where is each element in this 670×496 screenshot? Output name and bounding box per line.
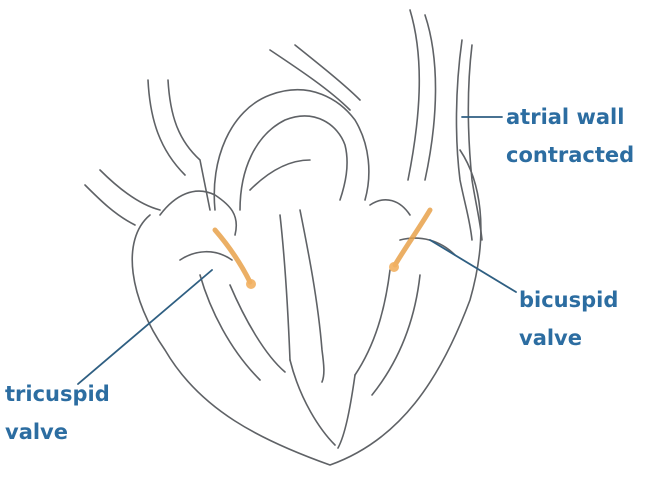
bicuspid-valve-leaflet [395,210,430,265]
bicuspid-valve-label: bicuspid [519,285,618,315]
bicuspid-valve-label-line2: valve [519,323,582,353]
atrial-wall [456,40,482,240]
right-ventricle [200,275,285,380]
right-atrium [160,191,236,260]
septum [280,210,324,382]
pulmonary-vein [408,10,436,180]
tricuspid-valve-tip [246,279,256,289]
tricuspid-valve-label: tricuspid [5,379,110,409]
tricuspid-valve-leaflet [215,230,250,282]
bicuspid-valve-tip [389,262,399,272]
pulmonary-artery [250,45,360,190]
apex-inner [290,360,355,448]
tricuspid-valve-label-line2: valve [5,417,68,447]
tricuspid-pointer [78,270,212,384]
atrial-wall-label-line2: contracted [506,140,634,170]
aorta [214,90,369,210]
heart-outer-outline [132,150,481,465]
atrial-wall-label: atrial wall [506,102,624,132]
bicuspid-pointer [430,240,516,292]
left-ventricle [355,270,420,395]
